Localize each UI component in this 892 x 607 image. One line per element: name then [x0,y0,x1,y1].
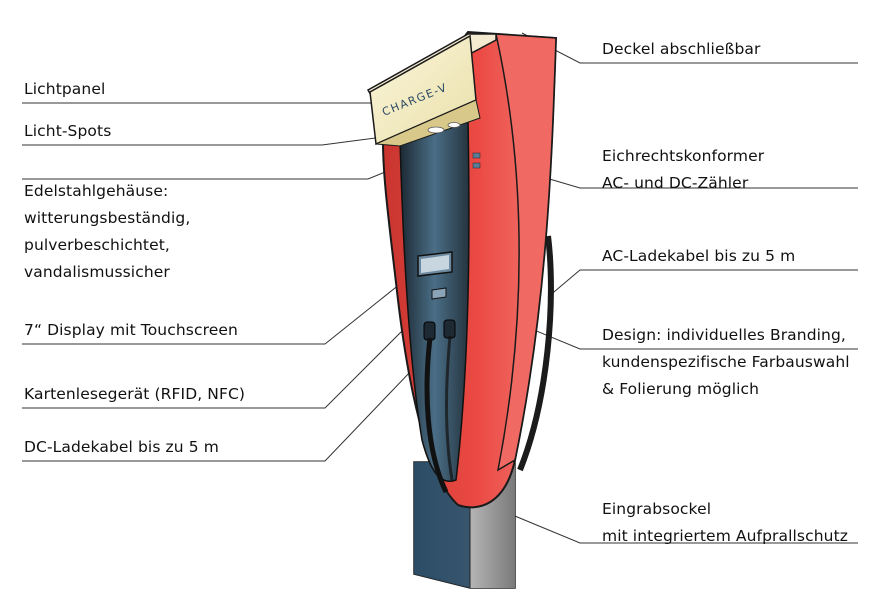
label-line: Licht-Spots [24,122,112,140]
label-line: & Folierung möglich [602,380,760,398]
leader-ac-kabel [547,269,858,298]
label-deckel: Deckel abschließbar [602,36,760,63]
label-design: Design: individuelles Branding, kundensp… [602,322,850,403]
plug-holders [423,319,456,341]
leader-edelstahl [22,169,391,180]
label-display: 7“ Display mit Touchscreen [24,317,238,344]
label-line: Eingrabsockel [602,500,712,518]
label-line: AC- und DC-Zähler [602,174,749,192]
label-line: 7“ Display mit Touchscreen [24,321,238,339]
inner-recess [399,116,470,482]
label-line: witterungsbeständig, [24,209,191,227]
label-eichrechts: Eichrechtskonformer AC- und DC-Zähler [602,143,764,197]
label-line: Lichtpanel [24,80,106,98]
label-kartenlesegeraet: Kartenlesegerät (RFID, NFC) [24,381,245,408]
touch-display [417,251,453,277]
label-line: Deckel abschließbar [602,40,761,58]
meter-indicators [472,152,481,169]
label-line: AC-Ladekabel bis zu 5 m [602,247,796,265]
label-line: pulverbeschichtet, [24,236,170,254]
label-dc-ladekabel: DC-Ladekabel bis zu 5 m [24,434,219,461]
label-line: Edelstahlgehäuse: [24,182,169,200]
label-lichtpanel: Lichtpanel [24,76,105,103]
ac-cable-front [445,335,454,481]
label-line: Eichrechtskonformer [602,147,765,165]
ac-cable [517,235,554,472]
label-sockel: Eingrabsockel mit integriertem Aufpralls… [602,496,848,550]
dc-cable [424,337,449,494]
label-line: mit integriertem Aufprallschutz [602,527,848,545]
leader-sockel [509,513,858,544]
label-licht-spots: Licht-Spots [24,118,111,145]
housing-side [495,33,557,472]
card-reader [431,287,447,300]
leader-dc-kabel [22,347,434,462]
label-edelstahlgehaeuse: Edelstahlgehäuse: witterungsbeständig, p… [24,178,190,286]
label-line: DC-Ladekabel bis zu 5 m [24,438,219,456]
label-line: vandalismussicher [24,263,170,281]
leader-kartenleser [22,294,439,409]
label-line: kundenspezifische Farbauswahl [602,353,850,371]
label-line: Kartenlesegerät (RFID, NFC) [24,385,246,403]
label-ac-ladekabel: AC-Ladekabel bis zu 5 m [602,243,795,270]
label-line: Design: individuelles Branding, [602,326,846,344]
light-spots [427,122,461,134]
light-panel: CHARGE-V [366,33,497,147]
leader-display [22,267,421,345]
